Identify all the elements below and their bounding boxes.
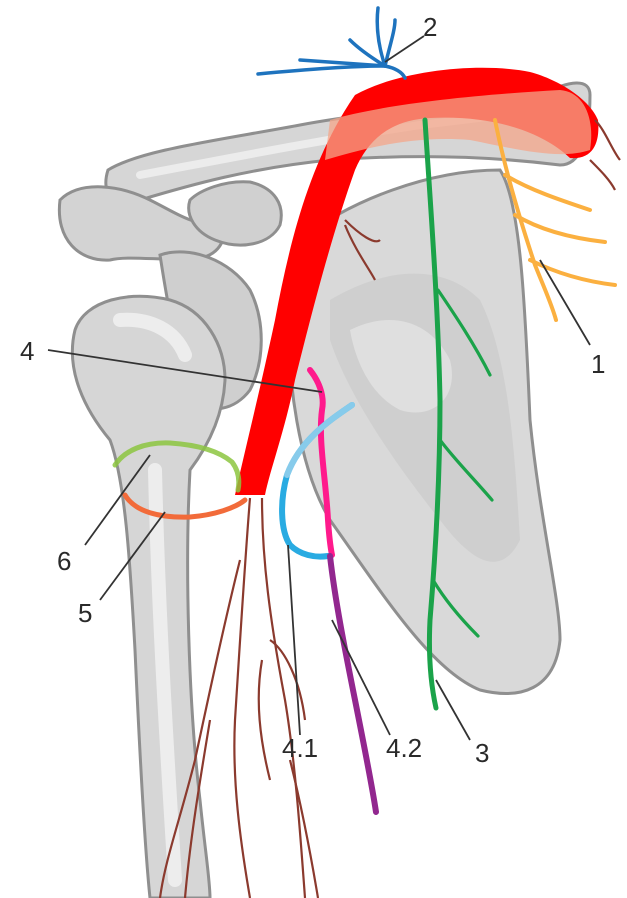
- label-6: 6: [57, 546, 71, 576]
- label-4: 4: [20, 336, 34, 366]
- label-4-2: 4.2: [386, 733, 422, 763]
- label-1: 1: [591, 349, 605, 379]
- nerve-4-2: [330, 556, 376, 812]
- label-2: 2: [423, 12, 437, 42]
- humerus: [72, 296, 225, 898]
- nerve-2: [258, 8, 405, 78]
- label-3: 3: [475, 738, 489, 768]
- label-5: 5: [78, 598, 92, 628]
- label-4-1: 4.1: [282, 733, 318, 763]
